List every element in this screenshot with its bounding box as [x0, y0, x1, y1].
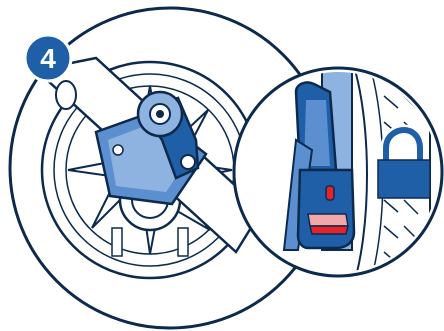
step-number: 4 — [40, 43, 56, 74]
step-number-badge: 4 — [23, 33, 73, 83]
brake-mechanism — [94, 90, 208, 206]
brake-indicator-red — [325, 185, 335, 201]
bracket-rivet — [112, 144, 124, 156]
pedal-pad-red — [309, 225, 349, 235]
brake-pedal — [296, 168, 356, 250]
magnified-detail-inset — [232, 66, 444, 278]
arm-pin — [180, 154, 196, 170]
pedal-pad-top — [307, 213, 349, 227]
padlock-icon — [377, 124, 431, 199]
